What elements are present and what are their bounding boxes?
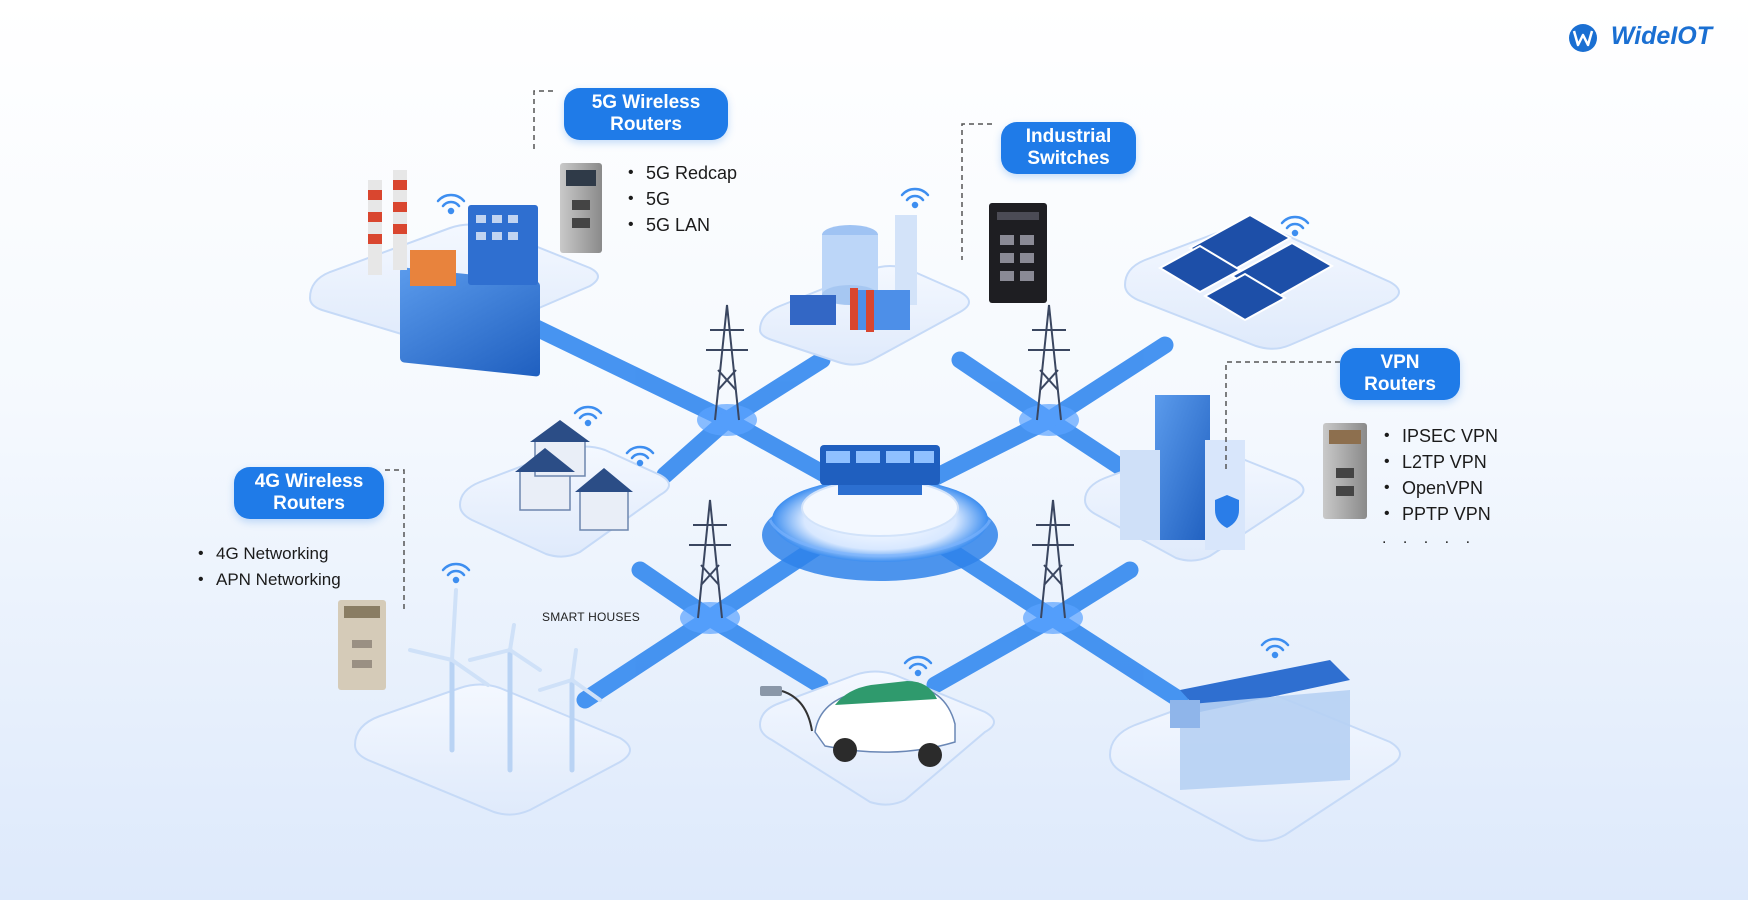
wifi-icon <box>436 193 466 215</box>
wind-turbine-icon <box>449 647 575 773</box>
hydro-plant-node <box>1108 637 1401 842</box>
office-buildings-node <box>1083 395 1305 562</box>
control-center-node <box>762 445 998 581</box>
widelot-logo-icon <box>1569 24 1597 52</box>
smart-houses-caption: SMART HOUSES <box>542 610 640 624</box>
wifi-icon <box>441 562 471 584</box>
leader-switches <box>961 123 992 260</box>
leader-4g <box>385 469 405 610</box>
link-factory-hub <box>511 311 736 429</box>
transmission-tower-icon <box>1023 499 1083 634</box>
features-vpn: IPSEC VPN L2TP VPN OpenVPN PPTP VPN <box>1382 423 1498 527</box>
electric-vehicle-node <box>758 655 995 806</box>
smart-houses-node <box>458 405 670 558</box>
transmission-tower-icon <box>680 499 740 634</box>
wifi-icon <box>1260 637 1290 659</box>
label-5g-wireless-routers: 5G Wireless Routers <box>564 88 728 140</box>
features-5g: 5G Redcap 5G 5G LAN <box>626 160 737 238</box>
transmission-tower-icon <box>1019 304 1079 436</box>
charger-icon <box>760 686 813 732</box>
feature-item: APN Networking <box>196 567 341 593</box>
feature-item: OpenVPN <box>1382 475 1498 501</box>
feature-item: 5G <box>626 186 737 212</box>
wifi-icon <box>900 187 930 209</box>
features-4g: 4G Networking APN Networking <box>196 541 341 593</box>
leader-5g <box>533 90 553 150</box>
solar-farm-node <box>1123 213 1400 350</box>
transmission-tower-icon <box>697 304 757 436</box>
feature-item: IPSEC VPN <box>1382 423 1498 449</box>
leader-vpn <box>1225 361 1340 470</box>
router-device-icon <box>560 163 602 253</box>
features-vpn-more: . . . . . <box>1382 530 1477 547</box>
brand-name: WideIOT <box>1610 22 1712 50</box>
power-plant-node <box>758 187 970 366</box>
shield-icon <box>1215 495 1239 528</box>
wind-farm-node <box>353 562 631 816</box>
link-hydro-se <box>1044 609 1189 709</box>
link-solar-hub <box>1040 336 1174 429</box>
factory-node <box>308 170 599 377</box>
4g-router-device-icon <box>338 600 386 690</box>
feature-item: L2TP VPN <box>1382 449 1498 475</box>
label-vpn-routers: VPN Routers <box>1340 348 1460 400</box>
feature-item: 5G LAN <box>626 212 737 238</box>
link-wind-sw <box>576 609 719 709</box>
vpn-router-device-icon <box>1323 423 1367 519</box>
wifi-icon <box>1280 215 1310 237</box>
chimney-icon <box>368 170 407 275</box>
feature-item: 5G Redcap <box>626 160 737 186</box>
feature-item: PPTP VPN <box>1382 501 1498 527</box>
feature-item: 4G Networking <box>196 541 341 567</box>
switch-device-icon <box>989 203 1047 303</box>
label-4g-wireless-routers: 4G Wireless Routers <box>234 467 384 519</box>
brand-logo: WideIOT <box>1611 22 1712 51</box>
wifi-icon <box>573 405 655 467</box>
label-industrial-switches: Industrial Switches <box>1001 122 1136 174</box>
wifi-icon <box>903 655 933 677</box>
